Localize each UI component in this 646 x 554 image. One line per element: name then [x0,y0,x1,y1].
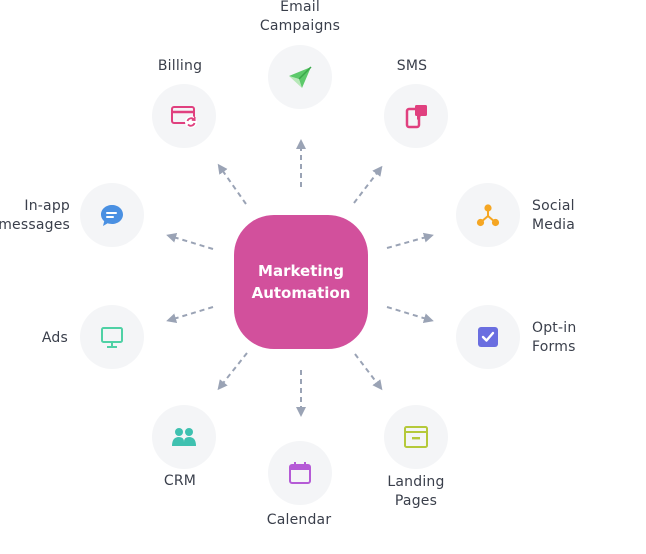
billing-label: Billing [157,58,203,74]
checkbox-icon [478,327,498,347]
monitor-icon [101,327,123,348]
arrow-inapp [166,232,214,250]
paper-plane-icon [289,66,312,88]
users-icon [172,428,196,446]
arrow-social [386,232,434,249]
ads-node [80,305,144,369]
phone-chat-icon [405,105,427,129]
email-campaigns-node [268,45,332,109]
arrow-optin [386,306,434,324]
in-app-messages-node [80,183,144,247]
ads-label: Ads [41,330,68,346]
crm-node [152,405,216,469]
arrow-billing [217,163,247,205]
arrow-ads [166,306,214,324]
sms-label: SMS [396,58,428,74]
share-network-icon [476,204,500,227]
arrow-landing [354,353,383,391]
landing-pages-node [384,405,448,469]
arrow-sms [353,165,383,204]
social-media-label: Social Media [532,198,576,233]
hub-label: Marketing Automation [251,262,351,302]
in-app-messages-label: In-app messages [0,198,70,233]
calendar-node [268,441,332,505]
sms-node [384,84,448,148]
social-media-node [456,183,520,247]
calendar-icon [289,462,311,484]
browser-window-icon [404,426,428,448]
card-refresh-icon [171,106,197,128]
landing-pages-label: Landing Pages [387,474,445,509]
calendar-label: Calendar [266,512,332,528]
marketing-automation-hub: Marketing Automation [234,215,368,349]
billing-node [152,84,216,148]
opt-in-forms-label: Opt-in Forms [532,320,577,355]
crm-label: CRM [163,473,197,489]
arrow-crm [217,352,248,391]
opt-in-forms-node [456,305,520,369]
chat-bubble-icon [101,205,123,226]
email-campaigns-label: Email Campaigns [259,0,341,34]
